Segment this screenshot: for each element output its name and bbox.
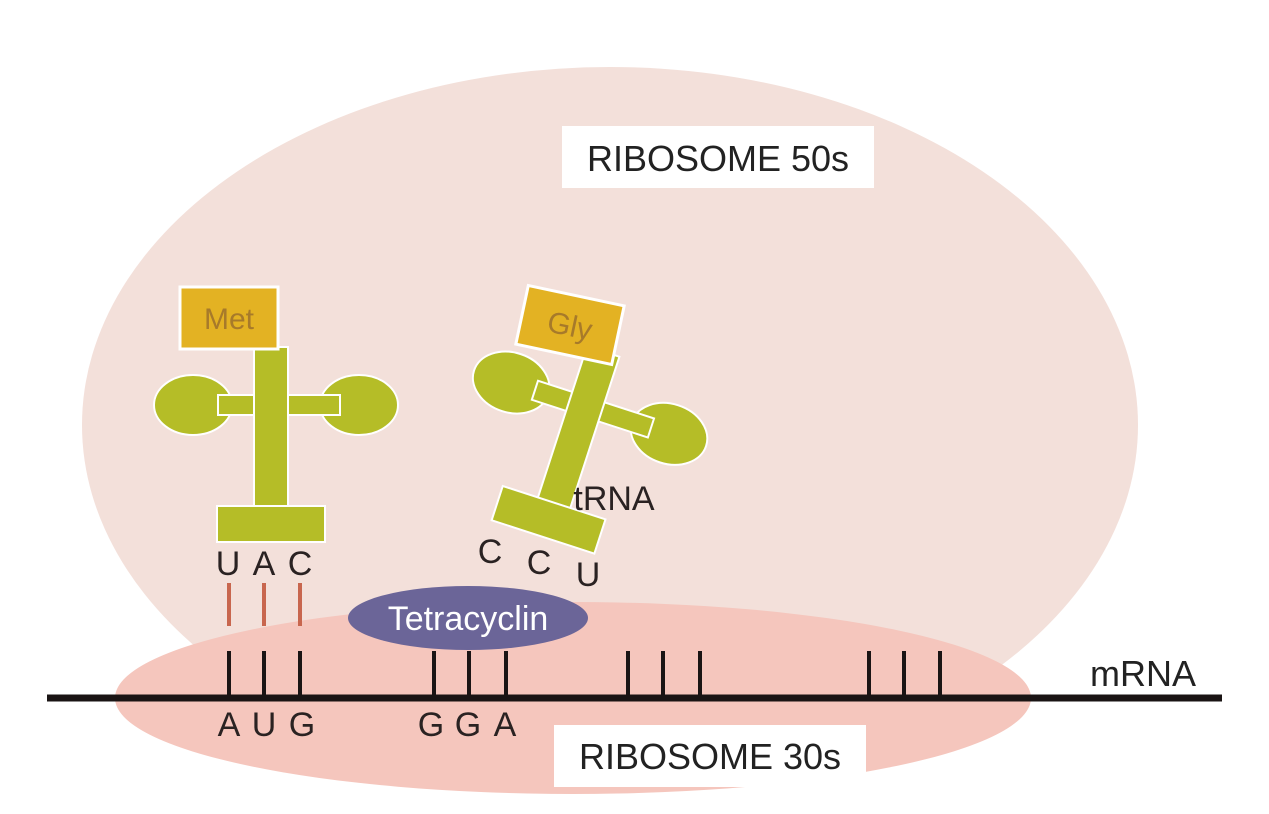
- trna-label: tRNA: [573, 480, 655, 518]
- codon-2-base-2: G: [455, 706, 481, 744]
- ribosome-30s-label-box: [554, 725, 866, 787]
- gly-anticodon-2: C: [527, 544, 552, 582]
- codon-1-base-1: A: [218, 706, 241, 744]
- ribosome-30s-label: RIBOSOME 30s: [579, 736, 841, 777]
- codon-2-base-3: A: [494, 706, 517, 744]
- met-anticodon-1: U: [216, 545, 241, 583]
- tetracyclin-shape: [348, 586, 588, 650]
- met-label: Met: [204, 303, 255, 336]
- ribosome-50s-label-box: [562, 126, 874, 188]
- trna-gly-base: [490, 484, 607, 555]
- trna-met-base: [216, 505, 326, 543]
- trna-met-stem: [253, 346, 289, 510]
- gly-anticodon-3: U: [576, 556, 601, 594]
- met-box: [178, 285, 280, 351]
- mrna-label: mRNA: [1090, 653, 1196, 694]
- ribosome-50s-label: RIBOSOME 50s: [587, 138, 849, 179]
- trna-gly: [471, 344, 709, 555]
- base-pairing-lines: [227, 583, 302, 626]
- tetracyclin-label: Tetracyclin: [388, 600, 549, 638]
- codon-ticks: [227, 651, 942, 698]
- gly-anticodon-1: C: [478, 533, 503, 571]
- gly-box: [514, 283, 626, 367]
- met-anticodon-2: A: [253, 545, 276, 583]
- met-anticodon-3: C: [288, 545, 313, 583]
- trna-met: [153, 346, 399, 543]
- codon-2-base-1: G: [418, 706, 444, 744]
- codon-1-base-3: G: [289, 706, 315, 744]
- codon-1-base-2: U: [252, 706, 277, 744]
